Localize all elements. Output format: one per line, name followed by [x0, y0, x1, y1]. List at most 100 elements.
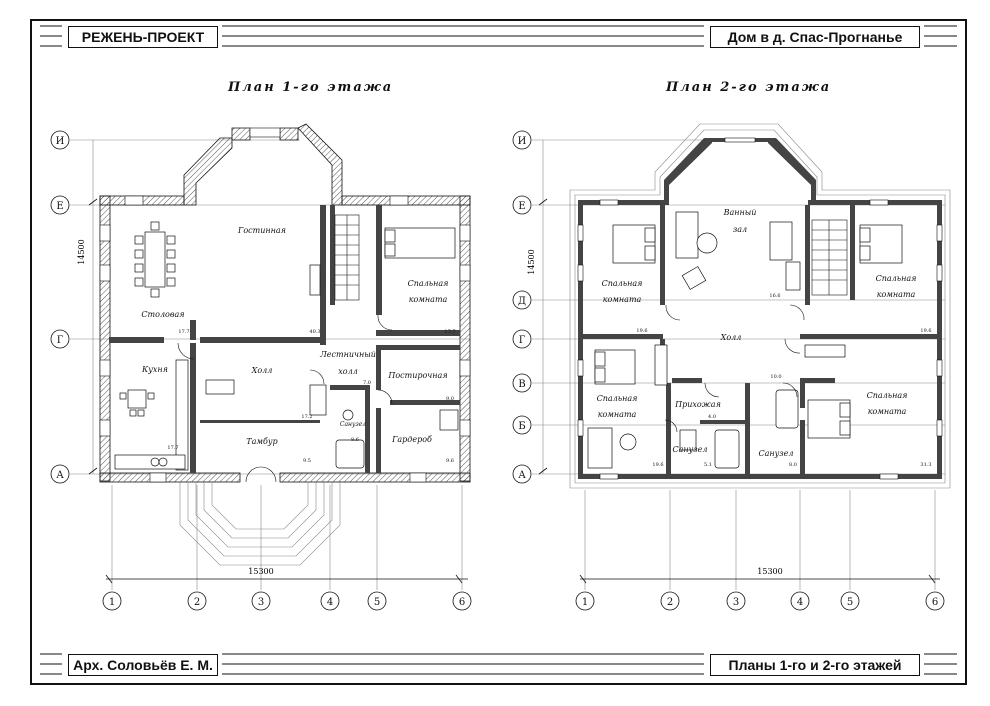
area-label: 17.7: [444, 329, 455, 335]
second-floor-title: План 2-го этажа: [666, 80, 832, 95]
axis-label: Б: [518, 421, 525, 432]
axis-label: 4: [327, 597, 333, 608]
area-label: 17.7: [167, 445, 178, 451]
axis-bubble: [512, 464, 532, 484]
axis-bubble: [790, 591, 810, 611]
room-vestibule: Тамбур: [246, 437, 277, 446]
room-bath: Санузел: [340, 421, 366, 428]
axis-label: Д: [518, 296, 526, 307]
room-wc-2: Санузел: [759, 449, 794, 458]
axis-label: 5: [374, 597, 380, 608]
room-bedroom-2: комната: [409, 295, 448, 304]
room-bed-d-1: Спальная: [867, 391, 908, 400]
room-living: Гостинная: [237, 226, 286, 235]
area-label: 40.3: [309, 329, 320, 335]
axis-label: 3: [258, 597, 264, 608]
axis-bubble: [367, 591, 387, 611]
area-label: 9.5: [303, 458, 311, 464]
axis-bubble: [840, 591, 860, 611]
room-wardrobe: Гардероб: [391, 435, 432, 444]
axis-label: 1: [109, 597, 115, 608]
area-label: 8.6: [351, 437, 359, 443]
axis-bubble: [50, 130, 70, 150]
axis-label: 2: [194, 597, 200, 608]
first-floor-title: План 1-го этажа: [228, 80, 394, 95]
axis-bubble: [512, 195, 532, 215]
room-stair-hall-1: Лестничный: [319, 350, 376, 359]
drawing-frame: [30, 19, 967, 685]
area-label: 19.6: [652, 462, 663, 468]
axis-label: И: [56, 136, 65, 147]
room-bedroom-1: Спальная: [408, 279, 449, 288]
axis-bubble: [512, 290, 532, 310]
room-bed-b-2: комната: [877, 290, 916, 299]
sheet-title-label: Планы 1-го и 2-го этажей: [710, 654, 920, 676]
company-label: РЕЖЕНЬ-ПРОЕКТ: [68, 26, 218, 48]
axis-bubble: [102, 591, 122, 611]
area-label: 19.6: [636, 328, 647, 334]
axis-bubble: [925, 591, 945, 611]
room-stair-hall-2: холл: [338, 367, 358, 376]
axis-label: 1: [582, 597, 588, 608]
area-label: 31.3: [920, 462, 931, 468]
axis-bubble: [50, 329, 70, 349]
axis-label: 2: [667, 597, 673, 608]
axis-label: И: [518, 136, 527, 147]
area-label: 9.6: [446, 458, 454, 464]
axis-bubble: [575, 591, 595, 611]
axis-bubble: [726, 591, 746, 611]
area-label: 17.2: [301, 414, 312, 420]
room-bed-a-1: Спальная: [602, 279, 643, 288]
axis-bubble: [452, 591, 472, 611]
axis-bubble: [512, 415, 532, 435]
room-hall: Холл: [251, 366, 273, 375]
axis-label: Г: [57, 335, 64, 346]
room-bed-c-1: Спальная: [597, 394, 638, 403]
area-label: 16.6: [769, 293, 780, 299]
axis-label: 6: [459, 597, 465, 608]
area-label: 17.7: [178, 329, 189, 335]
room-bed-c-2: комната: [598, 410, 637, 419]
room-hall-2: Холл: [720, 333, 742, 342]
first-dim-height: 14500: [77, 239, 86, 264]
area-label: 9.0: [446, 396, 454, 402]
axis-bubble: [187, 591, 207, 611]
axis-bubble: [660, 591, 680, 611]
area-label: 8.0: [789, 462, 797, 468]
project-label: Дом в д. Спас-Прогнанье: [710, 26, 920, 48]
first-dim-width: 15300: [248, 567, 273, 576]
axis-bubble: [50, 464, 70, 484]
axis-label: 4: [797, 597, 803, 608]
axis-label: Е: [56, 201, 63, 212]
room-anteroom: Прихожая: [674, 400, 721, 409]
room-bathroom-1: Ванный: [723, 208, 757, 217]
axis-label: В: [518, 379, 525, 390]
room-kitchen: Кухня: [141, 365, 168, 374]
second-dim-height: 14500: [527, 249, 536, 274]
axis-bubble: [50, 195, 70, 215]
room-bathroom-2: зал: [733, 225, 747, 234]
axis-label: А: [518, 470, 526, 481]
architect-label: Арх. Соловьёв Е. М.: [68, 654, 218, 676]
axis-label: 3: [733, 597, 739, 608]
area-label: 7.0: [363, 380, 371, 386]
area-label: 4.0: [708, 414, 716, 420]
axis-label: А: [56, 470, 64, 481]
axis-bubble: [512, 130, 532, 150]
axis-bubble: [512, 373, 532, 393]
axis-label: Г: [519, 335, 526, 346]
axis-bubble: [251, 591, 271, 611]
area-label: 5.1: [704, 462, 712, 468]
room-bed-b-1: Спальная: [876, 274, 917, 283]
second-dim-width: 15300: [757, 567, 782, 576]
area-label: 19.6: [920, 328, 931, 334]
room-bed-a-2: комната: [603, 295, 642, 304]
axis-label: 6: [932, 597, 938, 608]
room-bed-d-2: комната: [868, 407, 907, 416]
axis-bubble: [320, 591, 340, 611]
axis-label: Е: [518, 201, 525, 212]
